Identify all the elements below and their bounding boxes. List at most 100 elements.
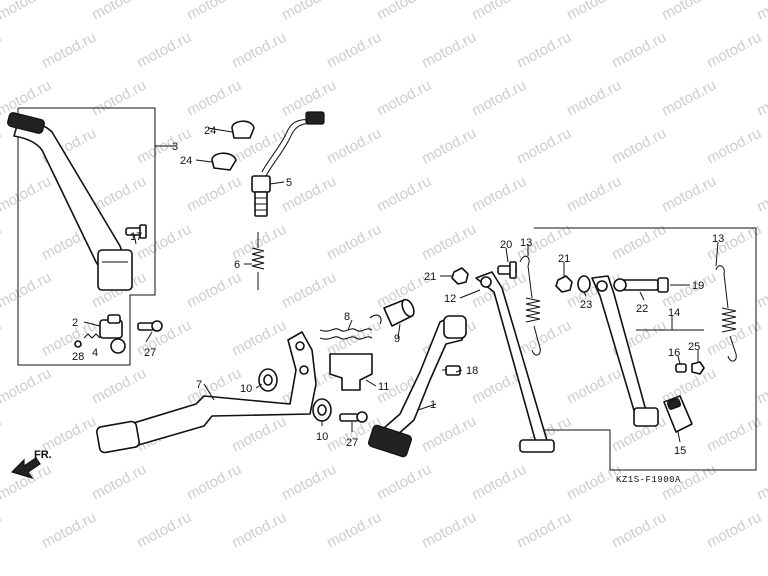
watermark-text: motod.ru: [279, 0, 339, 24]
watermark-text: motod.ru: [374, 461, 434, 504]
watermark-text: motod.ru: [184, 269, 244, 312]
watermark-text: motod.ru: [229, 509, 289, 552]
side-stand-14: [591, 275, 659, 427]
leader-lines: [83, 127, 719, 443]
nut-21-b: [555, 275, 573, 293]
watermark-text: motod.ru: [184, 77, 244, 120]
bolt-27-b: [339, 411, 368, 423]
watermark-text: motod.ru: [609, 29, 669, 72]
watermark-text: motod.ru: [704, 29, 764, 72]
watermark-text: motod.ru: [374, 77, 434, 120]
callout-27: 27: [346, 437, 358, 449]
callout-10: 10: [240, 383, 252, 395]
watermark-text: motod.ru: [0, 125, 4, 168]
watermark-text: motod.ru: [514, 317, 574, 360]
watermark-text: motod.ru: [134, 509, 194, 552]
watermark-text: motod.ru: [419, 509, 479, 552]
watermark-text: motod.ru: [564, 365, 624, 408]
watermark-text: motod.ru: [39, 509, 99, 552]
callout-18: 18: [466, 365, 478, 377]
watermark-text: motod.ru: [419, 221, 479, 264]
watermark-text: motod.ru: [564, 0, 624, 24]
watermark-text: motod.ru: [704, 125, 764, 168]
watermark-text: motod.ru: [39, 29, 99, 72]
bolt-27-a: [137, 320, 163, 332]
watermark-text: motod.ru: [0, 221, 4, 264]
watermark-text: motod.ru: [0, 509, 4, 552]
brake-pedal-1: [368, 315, 467, 458]
watermark-text: motod.ru: [704, 413, 764, 456]
watermark-text: motod.ru: [564, 77, 624, 120]
watermark-text: motod.ru: [89, 461, 149, 504]
washer-10-a: [258, 368, 278, 392]
watermark-text: motod.ru: [469, 461, 529, 504]
watermark-text: motod.ru: [0, 269, 54, 312]
clip-24-lower: [211, 152, 237, 171]
watermark-text: motod.ru: [564, 173, 624, 216]
watermark-text: motod.ru: [0, 413, 4, 456]
callout-5: 5: [286, 177, 292, 189]
watermark-text: motod.ru: [754, 77, 768, 120]
callout-21: 21: [424, 271, 436, 283]
watermark-text: motod.ru: [609, 125, 669, 168]
callout-6: 6: [234, 259, 240, 271]
watermark-text: motod.ru: [324, 509, 384, 552]
callout-24: 24: [204, 125, 216, 137]
watermark-text: motod.ru: [184, 0, 244, 24]
collar-9: [383, 298, 415, 327]
callout-15: 15: [674, 445, 686, 457]
kick-shaft-2: [99, 314, 126, 354]
watermark-text: motod.ru: [184, 173, 244, 216]
callout-14: 14: [668, 307, 680, 319]
watermark-text: motod.ru: [609, 509, 669, 552]
watermark-text: motod.ru: [89, 77, 149, 120]
bolt-22: [613, 277, 669, 293]
callout-19: 19: [692, 280, 704, 292]
clip-24-upper: [231, 120, 255, 139]
watermark-text: motod.ru: [89, 365, 149, 408]
callout-1: 1: [430, 399, 436, 411]
spring-13-b: [715, 265, 737, 362]
bolt-17: [125, 224, 147, 239]
callout-12: 12: [444, 293, 456, 305]
screw-16: [675, 363, 687, 373]
fr-arrow-icon: [10, 457, 41, 480]
side-stand-12: [475, 271, 555, 453]
watermark-text: motod.ru: [324, 125, 384, 168]
watermark-text: motod.ru: [279, 269, 339, 312]
stand-group-frame: [534, 227, 757, 471]
callout-16: 16: [668, 347, 680, 359]
watermark-text: motod.ru: [229, 317, 289, 360]
watermark-text: motod.ru: [0, 173, 54, 216]
callout-17: 17: [130, 231, 142, 243]
nut-25: [691, 361, 705, 375]
callout-28: 28: [72, 351, 84, 363]
callout-20: 20: [500, 239, 512, 251]
watermark-text: motod.ru: [514, 125, 574, 168]
watermark-text: motod.ru: [374, 173, 434, 216]
spring-13-a: [519, 255, 541, 356]
callout-9: 9: [394, 333, 400, 345]
rubber-pad-11: [329, 353, 373, 391]
callout-13: 13: [520, 237, 532, 249]
plate-15: [663, 395, 693, 433]
watermark-text: motod.ru: [374, 0, 434, 24]
callout-27: 27: [144, 347, 156, 359]
callout-25: 25: [688, 341, 700, 353]
callout-11: 11: [378, 381, 389, 393]
watermark-text: motod.ru: [0, 317, 4, 360]
watermark-text: motod.ru: [514, 509, 574, 552]
watermark-text: motod.ru: [754, 173, 768, 216]
callout-10: 10: [316, 431, 328, 443]
direction-label: FR.: [34, 449, 52, 461]
spring-6: [251, 232, 265, 290]
callout-24: 24: [180, 155, 192, 167]
callout-4: 4: [92, 347, 98, 359]
callout-3: 3: [172, 141, 178, 153]
watermark-text: motod.ru: [659, 77, 719, 120]
watermark-text: motod.ru: [419, 29, 479, 72]
watermark-text: motod.ru: [324, 29, 384, 72]
watermark-text: motod.ru: [0, 77, 54, 120]
